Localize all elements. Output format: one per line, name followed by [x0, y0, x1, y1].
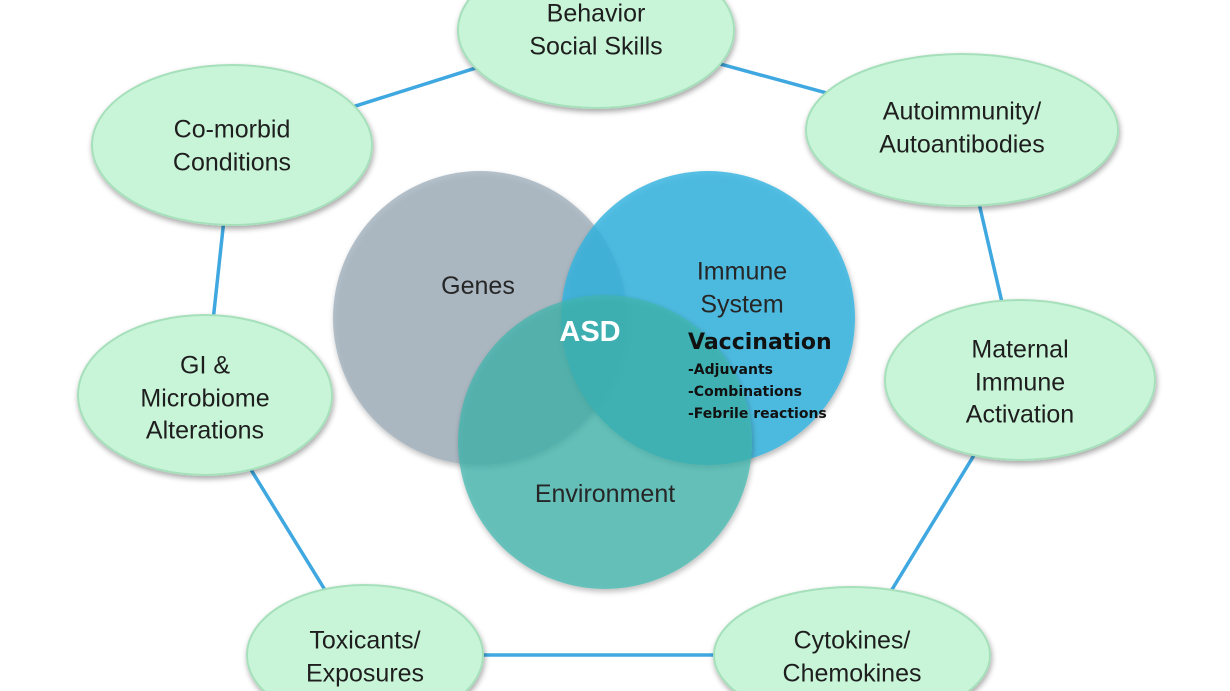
- node-comorbid-label: Co-morbid Conditions: [173, 114, 291, 179]
- venn-environment-label: Environment: [534, 479, 676, 508]
- venn-immune-line-1: Immune: [696, 257, 788, 286]
- node-comorbid-line-1: Co-morbid: [173, 115, 291, 144]
- node-autoimmunity-line-1: Autoimmunity/: [882, 97, 1042, 126]
- outer-nodes: [77, 0, 1156, 691]
- node-maternal-line-2: Immune: [974, 367, 1066, 396]
- vaccination-item-adjuvants: -Adjuvants: [688, 362, 773, 378]
- venn-genes-label: Genes: [441, 271, 515, 300]
- node-toxicants: [246, 584, 484, 691]
- node-gi-line-3: Alterations: [145, 416, 265, 445]
- node-comorbid-line-2: Conditions: [172, 148, 292, 176]
- node-cytokines-line-1: Cytokines/: [793, 626, 911, 655]
- vaccination-title: Vaccination: [688, 330, 832, 355]
- node-toxicants-label: Toxicants/ Exposures: [306, 625, 424, 690]
- node-toxicants-line-1: Toxicants/: [309, 626, 421, 655]
- node-autoimmunity: [805, 53, 1119, 207]
- node-comorbid: [91, 64, 373, 226]
- node-behavior-line-2: Social Skills: [529, 32, 663, 60]
- node-gi-line-2: Microbiome: [140, 383, 270, 412]
- vaccination-item-combinations: -Combinations: [688, 384, 802, 400]
- venn-immune-line-2: System: [700, 290, 784, 318]
- venn-environment-circle: [458, 295, 752, 589]
- vaccination-item-febrile: -Febrile reactions: [688, 406, 827, 422]
- node-gi-label: GI & Microbiome Alterations: [140, 349, 269, 447]
- venn-immune-label: Immune System: [697, 256, 787, 321]
- node-maternal-line-1: Maternal: [971, 335, 1069, 364]
- node-behavior-line-1: Behavior: [546, 0, 646, 28]
- node-gi: [77, 314, 333, 476]
- node-gi-line-1: GI &: [179, 351, 231, 380]
- vaccination-block: Vaccination -Adjuvants -Combinations -Fe…: [688, 330, 832, 425]
- node-behavior: [457, 0, 735, 109]
- node-maternal: [884, 299, 1156, 461]
- node-cytokines-line-2: Chemokines: [782, 659, 922, 687]
- node-autoimmunity-label: Autoimmunity/ Autoantibodies: [879, 96, 1044, 161]
- node-maternal-line-3: Activation: [965, 400, 1075, 429]
- venn-diagram: [333, 171, 855, 589]
- node-toxicants-line-2: Exposures: [305, 659, 425, 687]
- asd-center-label: ASD: [559, 316, 621, 349]
- node-behavior-label: Behavior Social Skills: [529, 0, 662, 63]
- node-maternal-label: Maternal Immune Activation: [966, 333, 1074, 431]
- node-cytokines-label: Cytokines/ Chemokines: [783, 625, 922, 690]
- node-cytokines: [713, 586, 991, 691]
- node-autoimmunity-line-2: Autoantibodies: [879, 130, 1045, 158]
